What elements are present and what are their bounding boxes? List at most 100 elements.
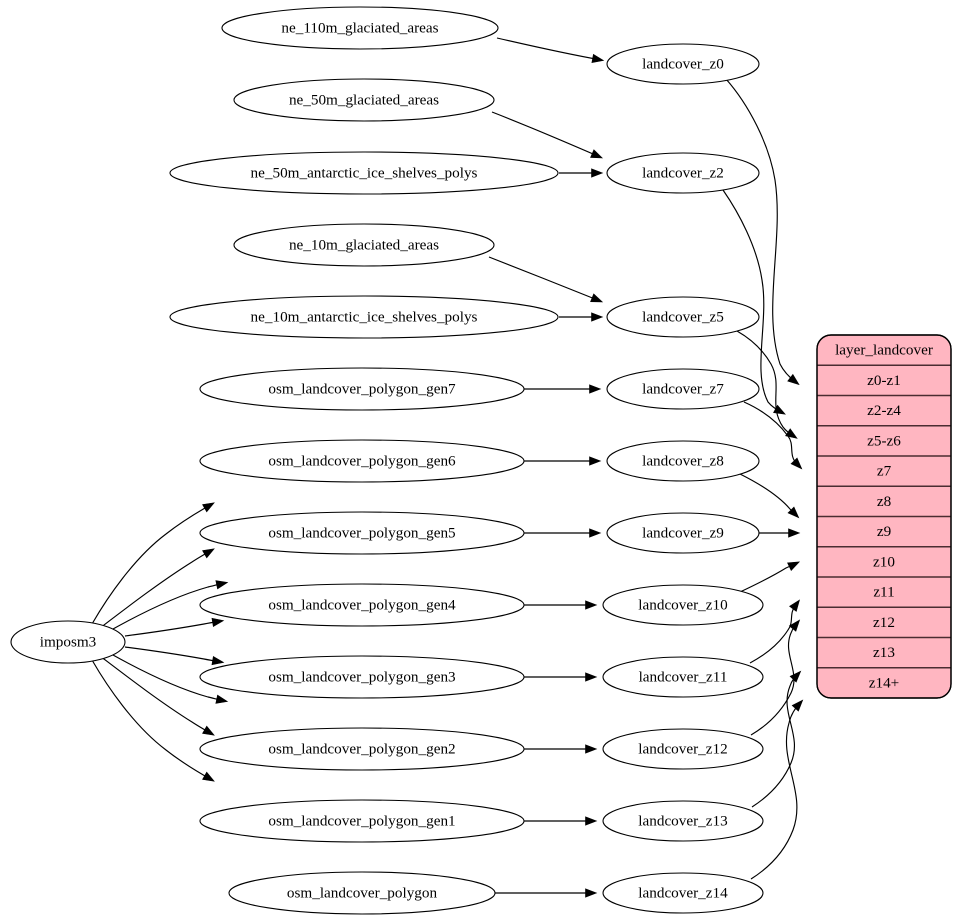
node-ne_10m_glaciated_areas[interactable]: ne_10m_glaciated_areas (233, 223, 495, 267)
edge-imposm3-to-osm_landcover_polygon (91, 659, 215, 782)
edge-imposm3-to-osm_landcover_polygon_gen3 (124, 646, 225, 666)
edge-landcover_z10-to-row_z10 (739, 561, 801, 593)
node-shape-landcover_z5 (606, 296, 760, 338)
node-label-osm_landcover_polygon_gen1: osm_landcover_polygon_gen1 (268, 812, 455, 829)
node-shape-landcover_z7 (606, 368, 760, 410)
edge-osm_landcover_polygon_gen1-to-landcover_z13 (524, 816, 598, 826)
node-label-ne_50m_antarctic_ice_shelves_polys: ne_50m_antarctic_ice_shelves_polys (251, 164, 478, 181)
layer-table-cell-z14+: z14+ (869, 674, 900, 691)
edge-imposm3-to-osm_landcover_polygon_gen1 (99, 655, 215, 736)
node-landcover_z7[interactable]: landcover_z7 (606, 368, 760, 410)
node-shape-ne_10m_antarctic_ice_shelves_polys (169, 295, 559, 339)
node-shape-landcover_z12 (602, 728, 764, 770)
node-label-landcover_z11: landcover_z11 (639, 668, 728, 685)
edge-landcover_z9-to-row_z9 (759, 528, 801, 538)
layer-table-cell-z7: z7 (877, 463, 892, 480)
node-label-ne_110m_glaciated_areas: ne_110m_glaciated_areas (281, 19, 438, 36)
node-ne_50m_glaciated_areas[interactable]: ne_50m_glaciated_areas (233, 78, 495, 122)
layer-table-header: layer_landcover (835, 342, 933, 359)
node-landcover_z14[interactable]: landcover_z14 (602, 872, 764, 914)
node-shape-osm_landcover_polygon_gen3 (199, 655, 525, 699)
edge-imposm3-to-osm_landcover_polygon_gen4 (124, 617, 225, 637)
edge-imposm3-to-osm_landcover_polygon_gen5 (112, 580, 229, 630)
node-osm_landcover_polygon_gen2[interactable]: osm_landcover_polygon_gen2 (199, 727, 525, 771)
node-shape-landcover_z10 (602, 584, 764, 626)
edge-landcover_z11-to-row_z11 (749, 599, 800, 664)
node-label-landcover_z0: landcover_z0 (642, 55, 724, 72)
edge-osm_landcover_polygon_gen3-to-landcover_z11 (524, 672, 598, 682)
node-imposm3[interactable]: imposm3 (10, 620, 126, 664)
layer-landcover-table: layer_landcoverz0-z1z2-z4z5-z6z7z8z9z10z… (816, 334, 952, 699)
node-label-landcover_z2: landcover_z2 (642, 164, 724, 181)
node-landcover_z9[interactable]: landcover_z9 (606, 512, 760, 554)
node-shape-landcover_z14 (602, 872, 764, 914)
node-label-osm_landcover_polygon_gen3: osm_landcover_polygon_gen3 (268, 668, 455, 685)
node-shape-osm_landcover_polygon_gen2 (199, 727, 525, 771)
node-shape-landcover_z13 (602, 800, 764, 842)
edge-ne_50m_antarctic_ice_shelves_polys-to-landcover_z2 (559, 168, 604, 178)
edge-osm_landcover_polygon_gen2-to-landcover_z12 (524, 744, 598, 754)
edge-landcover_z12-to-row_z12 (750, 619, 801, 736)
layer-table-cell-z12: z12 (873, 614, 895, 631)
node-landcover_z2[interactable]: landcover_z2 (606, 152, 760, 194)
node-landcover_z13[interactable]: landcover_z13 (602, 800, 764, 842)
node-shape-ne_110m_glaciated_areas (221, 6, 499, 50)
node-shape-imposm3 (10, 620, 126, 664)
edge-ne_10m_glaciated_areas-to-landcover_z5 (488, 256, 604, 303)
node-shape-landcover_z8 (606, 440, 760, 482)
edge-landcover_z7-to-row_z7 (743, 401, 803, 470)
edge-landcover_z0-to-row_z0-z1 (725, 78, 800, 386)
node-landcover_z0[interactable]: landcover_z0 (606, 43, 760, 85)
edge-osm_landcover_polygon_gen5-to-landcover_z9 (524, 528, 602, 538)
node-osm_landcover_polygon_gen6[interactable]: osm_landcover_polygon_gen6 (199, 439, 525, 483)
node-shape-osm_landcover_polygon_gen1 (199, 799, 525, 843)
node-label-imposm3: imposm3 (40, 633, 97, 650)
node-shape-osm_landcover_polygon_gen6 (199, 439, 525, 483)
edge-imposm3-to-osm_landcover_polygon_gen6 (99, 548, 215, 629)
node-shape-osm_landcover_polygon_gen7 (199, 367, 525, 411)
node-label-osm_landcover_polygon_gen5: osm_landcover_polygon_gen5 (268, 524, 455, 541)
node-osm_landcover_polygon_gen5[interactable]: osm_landcover_polygon_gen5 (199, 511, 525, 555)
node-osm_landcover_polygon_gen3[interactable]: osm_landcover_polygon_gen3 (199, 655, 525, 699)
layer-table-cell-z8: z8 (877, 493, 892, 510)
node-osm_landcover_polygon_gen1[interactable]: osm_landcover_polygon_gen1 (199, 799, 525, 843)
node-label-landcover_z8: landcover_z8 (642, 452, 724, 469)
node-landcover_z11[interactable]: landcover_z11 (602, 656, 764, 698)
layer-table-cell-z0-z1: z0-z1 (867, 372, 901, 389)
node-shape-ne_50m_glaciated_areas (233, 78, 495, 122)
edge-osm_landcover_polygon_gen6-to-landcover_z8 (524, 456, 602, 466)
node-osm_landcover_polygon_gen7[interactable]: osm_landcover_polygon_gen7 (199, 367, 525, 411)
node-shape-osm_landcover_polygon_gen5 (199, 511, 525, 555)
layer-table-outline (816, 334, 952, 699)
edge-imposm3-to-osm_landcover_polygon_gen7 (91, 502, 215, 625)
node-shape-landcover_z0 (606, 43, 760, 85)
node-label-osm_landcover_polygon: osm_landcover_polygon (287, 884, 438, 901)
node-label-landcover_z12: landcover_z12 (638, 740, 727, 757)
node-label-landcover_z7: landcover_z7 (642, 380, 724, 397)
node-landcover_z10[interactable]: landcover_z10 (602, 584, 764, 626)
node-label-osm_landcover_polygon_gen6: osm_landcover_polygon_gen6 (268, 452, 456, 469)
edge-osm_landcover_polygon_gen7-to-landcover_z7 (524, 384, 602, 394)
edge-osm_landcover_polygon_gen4-to-landcover_z10 (524, 600, 598, 610)
layer-table-cell-z10: z10 (873, 553, 895, 570)
node-label-landcover_z5: landcover_z5 (642, 308, 724, 325)
node-label-osm_landcover_polygon_gen2: osm_landcover_polygon_gen2 (268, 740, 455, 757)
node-label-osm_landcover_polygon_gen7: osm_landcover_polygon_gen7 (268, 380, 456, 397)
node-landcover_z12[interactable]: landcover_z12 (602, 728, 764, 770)
layer-table-cell-z11: z11 (873, 584, 894, 601)
node-ne_50m_antarctic_ice_shelves_polys[interactable]: ne_50m_antarctic_ice_shelves_polys (169, 151, 559, 195)
edge-ne_50m_glaciated_areas-to-landcover_z2 (491, 111, 604, 159)
node-landcover_z5[interactable]: landcover_z5 (606, 296, 760, 338)
edge-ne_10m_antarctic_ice_shelves_polys-to-landcover_z5 (559, 312, 604, 322)
node-ne_110m_glaciated_areas[interactable]: ne_110m_glaciated_areas (221, 6, 499, 50)
node-shape-ne_10m_glaciated_areas (233, 223, 495, 267)
node-osm_landcover_polygon[interactable]: osm_landcover_polygon (228, 871, 496, 915)
node-shape-landcover_z9 (606, 512, 760, 554)
node-osm_landcover_polygon_gen4[interactable]: osm_landcover_polygon_gen4 (199, 583, 525, 627)
node-ne_10m_antarctic_ice_shelves_polys[interactable]: ne_10m_antarctic_ice_shelves_polys (169, 295, 559, 339)
node-landcover_z8[interactable]: landcover_z8 (606, 440, 760, 482)
node-label-landcover_z9: landcover_z9 (642, 524, 724, 541)
edge-ne_110m_glaciated_areas-to-landcover_z0 (496, 37, 605, 63)
layer-table-cell-z9: z9 (877, 523, 891, 540)
